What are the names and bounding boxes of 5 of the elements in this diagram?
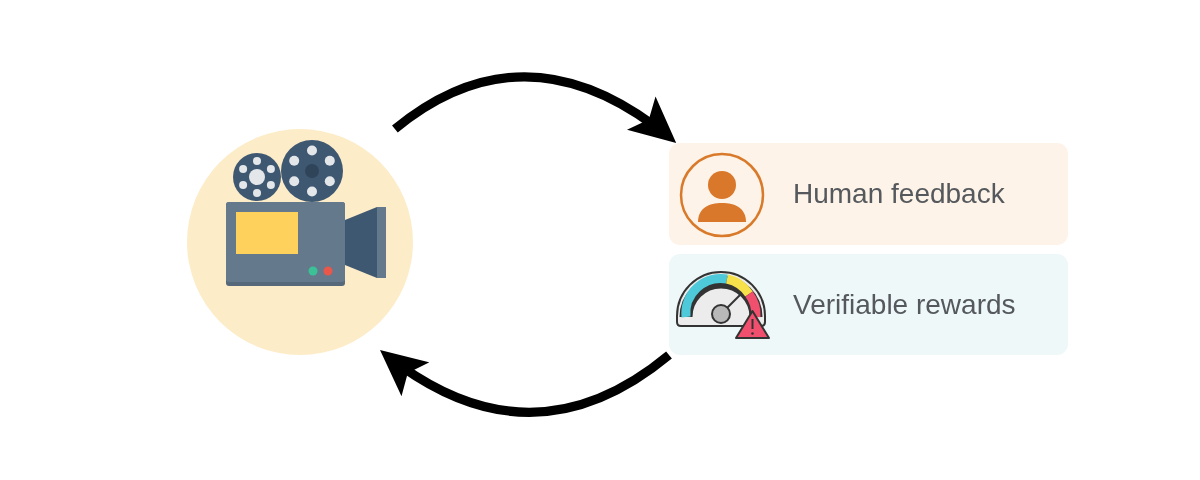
panel-label: Verifiable rewards bbox=[793, 287, 1016, 322]
panel-label: Human feedback bbox=[793, 177, 1005, 211]
info-panel bbox=[669, 143, 1068, 245]
info-panel bbox=[669, 254, 1068, 355]
movie-camera-icon bbox=[187, 129, 413, 355]
